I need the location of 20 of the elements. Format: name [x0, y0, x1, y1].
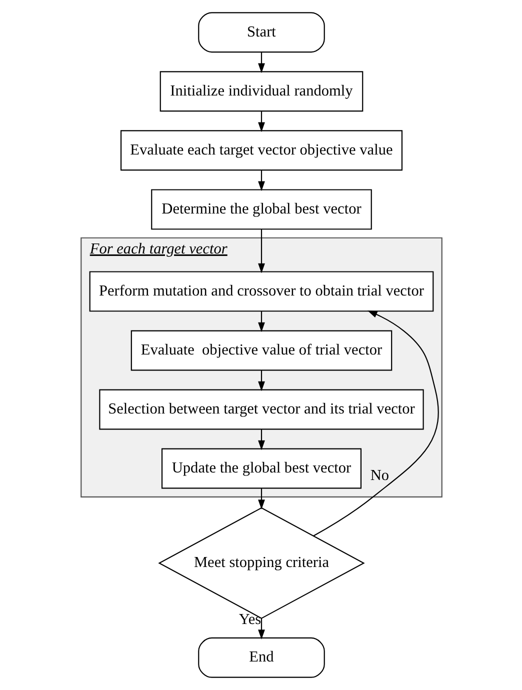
node-box: Determine the global best vector: [150, 189, 372, 230]
node-box: Update the global best vector: [160, 448, 362, 489]
arrow: [258, 52, 264, 74]
arrow: [312, 310, 438, 536]
edge-label: No: [370, 467, 389, 484]
node-box: End: [198, 637, 324, 678]
node-box: Initialize individual randomly: [159, 71, 363, 112]
node-box: Evaluate each target vector objective value: [120, 130, 402, 171]
node-box: Selection between target vector and its trial vector: [98, 389, 424, 430]
node-box: Perform mutation and crossover to obtain trial vector: [88, 271, 434, 312]
arrow: [258, 170, 264, 192]
node-box: Start: [198, 12, 324, 53]
node-box: Evaluate objective value of trial vector: [130, 330, 392, 371]
arrow: [258, 429, 264, 450]
arrow: [258, 488, 264, 510]
arrow: [258, 111, 264, 132]
arrow: [258, 229, 264, 274]
arrow: [258, 311, 264, 332]
arrow: [258, 618, 264, 640]
arrow: [258, 370, 264, 392]
